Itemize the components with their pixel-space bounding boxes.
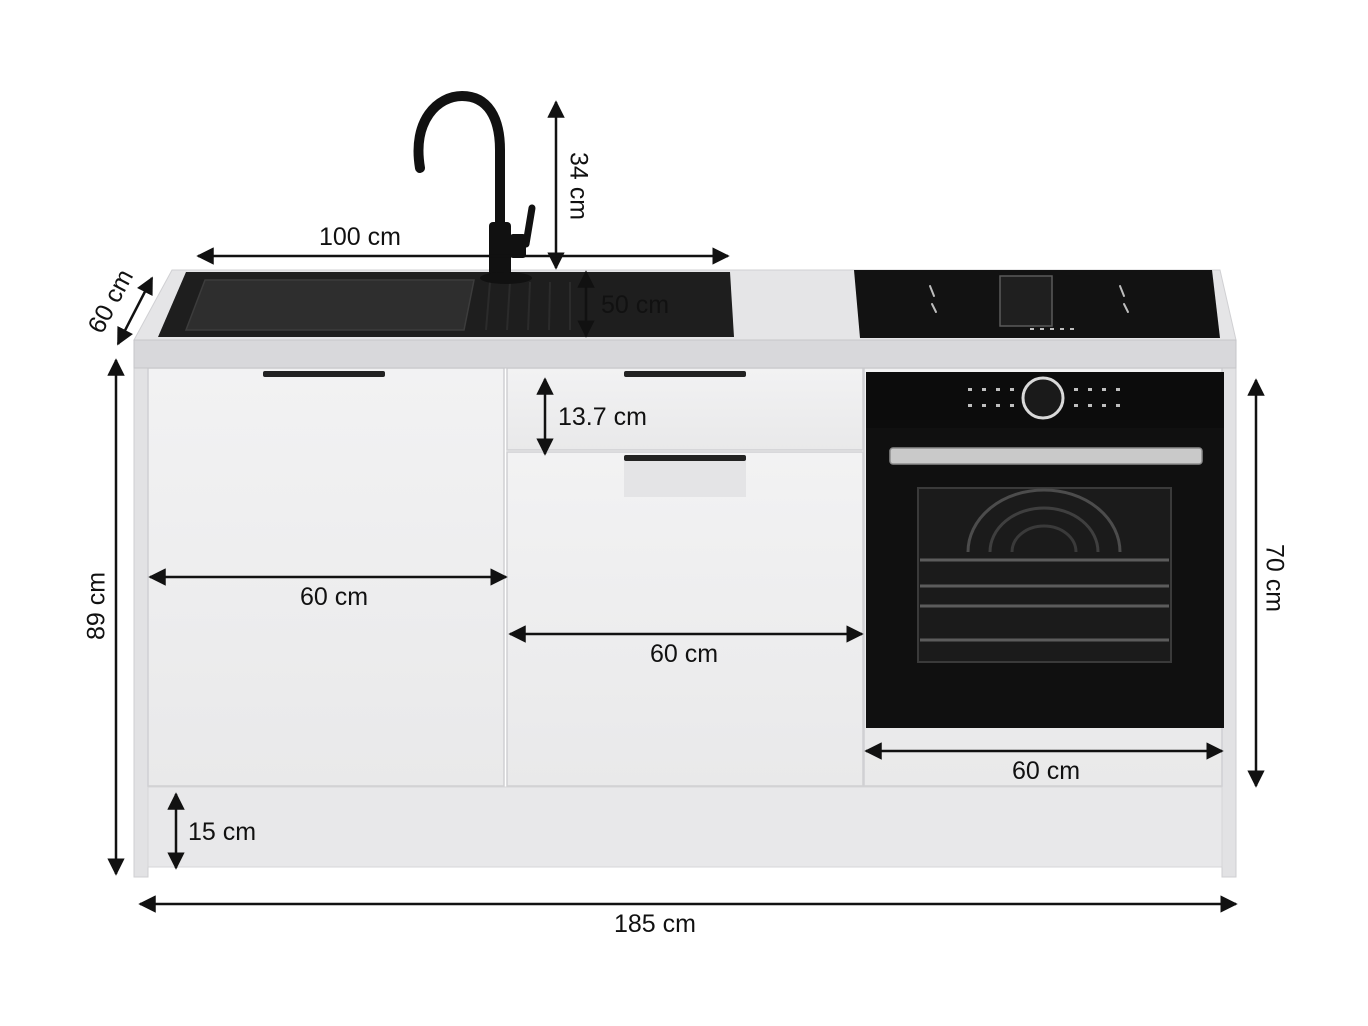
oven-cabinet-width-label: 60 cm: [1012, 757, 1080, 785]
total-width-label: 185 cm: [614, 910, 696, 938]
drainboard-grooves: [485, 281, 571, 331]
downdraft-vent: [999, 275, 1053, 327]
cooktop-controls: [1030, 328, 1074, 330]
worktop-depth-arrow: [116, 276, 154, 346]
drawer-handle: [624, 371, 746, 377]
oven-window: [917, 487, 1172, 663]
dimension-labels: 34 cm 100 cm 50 cm 60 cm 89 cm 13.7 cm 7…: [82, 152, 1288, 938]
drawer-height-label: 13.7 cm: [558, 403, 647, 431]
oven-icon: [866, 372, 1224, 728]
left-cabinet-width-label: 60 cm: [300, 583, 368, 611]
middle-cabinet-width-label: 60 cm: [650, 640, 718, 668]
total-height-label: 89 cm: [83, 572, 111, 640]
oven-handle: [889, 447, 1203, 465]
plinth: [147, 786, 1223, 868]
middle-cabinet-door: [506, 451, 864, 787]
middle-drawer: [506, 367, 864, 451]
sink-basin: [184, 279, 475, 331]
worktop-front-edge: [133, 339, 1237, 369]
oven-racks: [920, 558, 1169, 642]
worktop-depth-label: 60 cm: [82, 265, 139, 338]
side-panel-right: [1221, 361, 1237, 878]
sink-width-label: 100 cm: [319, 223, 401, 251]
oven-display-dots: [968, 388, 1120, 407]
sink-depth-label: 50 cm: [601, 291, 669, 319]
induction-cooktop-icon: [854, 270, 1220, 338]
oven-fan: [966, 488, 1122, 553]
middle-door-handle-shadow: [624, 461, 746, 497]
faucet-height-label: 34 cm: [564, 152, 592, 220]
oven-control-knob: [1021, 376, 1065, 420]
oven-height-label: 70 cm: [1260, 544, 1288, 612]
left-door-handle: [263, 371, 385, 377]
cooktop-zone-marks: [929, 285, 1129, 313]
dimension-lines: [107, 100, 1265, 913]
side-panel-left: [133, 361, 149, 878]
middle-door-handle: [624, 455, 746, 461]
plinth-height-label: 15 cm: [188, 818, 256, 846]
